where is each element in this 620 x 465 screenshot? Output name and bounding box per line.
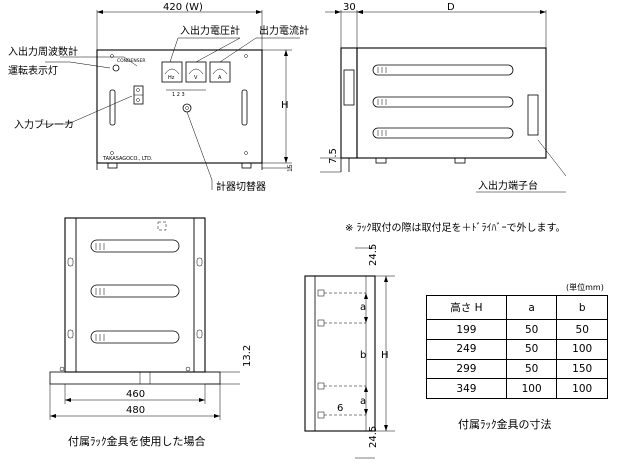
table-cell: 199	[426, 319, 507, 340]
svg-text:1 2 3: 1 2 3	[172, 92, 185, 98]
meter-switch-label: 計器切替器	[216, 180, 266, 193]
table-caption: 付属ﾗｯｸ金具の寸法	[458, 417, 552, 431]
width-dim-label: 420 (W)	[163, 2, 203, 13]
rack-dim-480: 480	[126, 405, 145, 416]
rack-note: ※ ﾗｯｸ取付の際は取付足を＋ﾄﾞﾗｲﾊﾞｰで外します。	[345, 221, 566, 234]
rack-side-a-top: a	[360, 302, 366, 313]
table-cell: 299	[426, 358, 507, 380]
output-current-meter-label: 出力電流計	[259, 24, 309, 37]
side-view: 30 D 入出力端子台 7.5	[320, 2, 567, 193]
bottom-dim-label: 7.5	[328, 148, 339, 164]
dimension-table: 高さ H a b 199 50 50 249 50 100 299 50 150…	[426, 294, 608, 399]
table-header-row: 高さ H a b	[426, 294, 608, 321]
table-cell: 249	[426, 338, 507, 360]
side-dim-d: D	[447, 2, 455, 13]
input-freq-meter-label: 入出力周波数計	[8, 45, 78, 58]
rack-side-a-bottom: a	[360, 396, 366, 407]
rack-front-caption: 付属ﾗｯｸ金具を使用した場合	[68, 434, 206, 448]
table-cell: 100	[556, 378, 608, 399]
svg-text:Hz: Hz	[168, 75, 175, 81]
brand-text: TAKASAGO	[102, 156, 130, 162]
terminal-block-icon	[527, 94, 539, 136]
table-cell: 50	[505, 319, 558, 340]
table-header-h: 高さ H	[426, 294, 507, 321]
table-header-b: b	[556, 294, 608, 321]
table-unit: (単位mm)	[566, 282, 604, 292]
rack-side-six: 6	[337, 403, 343, 414]
table-row: 299 50 150	[426, 358, 608, 380]
input-breaker-label: 入力ブレーカ	[14, 118, 74, 131]
table-cell: 100	[556, 338, 608, 360]
operation-lamp-label: 運転表示灯	[8, 64, 58, 77]
table-row: 349 100 100	[426, 378, 608, 399]
rack-dim-460: 460	[126, 389, 145, 400]
meter-group: Hz V A	[161, 61, 231, 83]
terminal-label: 入出力端子台	[478, 179, 538, 192]
side-dim-30: 30	[343, 2, 356, 13]
rack-dim-132: 13.2	[242, 345, 253, 367]
table-cell: 50	[505, 358, 558, 380]
rack-side-view: a b a 6 H 24.5 24.5	[304, 244, 395, 459]
rack-side-b: b	[360, 350, 366, 361]
table-cell: 50	[556, 319, 608, 340]
meter-switch-icon	[182, 103, 192, 113]
rack-side-h: H	[381, 350, 389, 361]
table-cell: 349	[426, 378, 507, 399]
foot-dim-label: 15	[287, 164, 294, 172]
rack-front-view: 13.2 460 480 付属ﾗｯｸ金具を使用した場合	[49, 217, 253, 448]
height-dim-label: H	[281, 100, 289, 111]
svg-text:CONDENSER: CONDENSER	[117, 58, 146, 64]
input-voltage-meter-label: 入出力電圧計	[180, 24, 240, 37]
rack-side-bottom-dim: 24.5	[368, 426, 379, 448]
table-row: 249 50 100	[426, 338, 608, 360]
rack-side-top-dim: 24.5	[368, 244, 379, 266]
table-cell: 100	[505, 378, 558, 399]
svg-text:CO., LTD.: CO., LTD.	[130, 156, 153, 162]
table-cell: 50	[505, 338, 558, 360]
svg-text:A: A	[218, 75, 222, 81]
table-header-a: a	[505, 294, 558, 321]
svg-text:V: V	[194, 75, 198, 81]
table-cell: 150	[556, 358, 608, 380]
operation-lamp-icon	[112, 64, 120, 72]
table-row: 199 50 50	[426, 319, 608, 340]
front-view: 420 (W) CONDENSER	[8, 2, 309, 193]
